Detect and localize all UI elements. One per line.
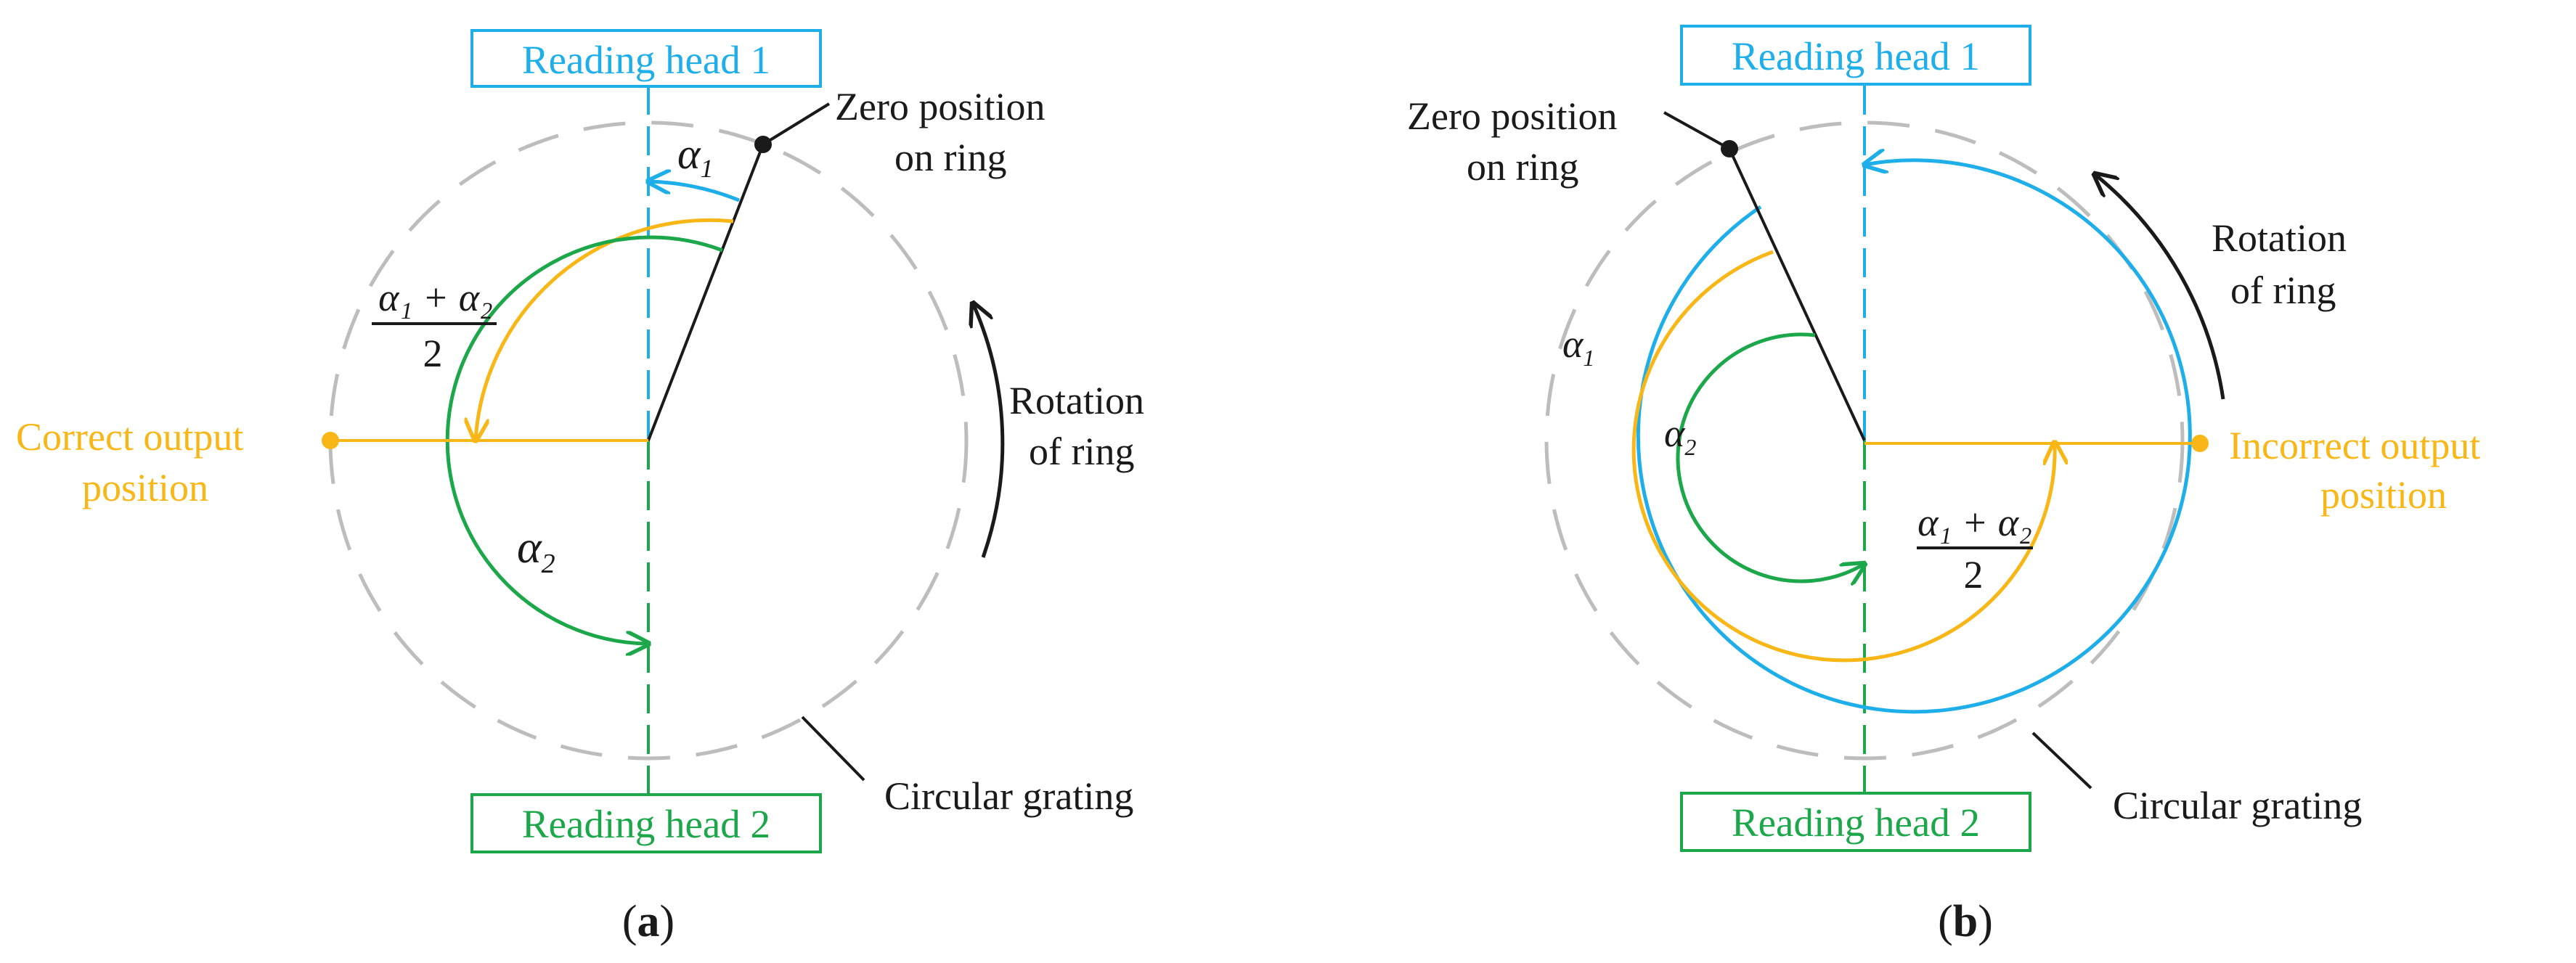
grating-leader [2031, 732, 2092, 790]
rotation-label-line1: Rotation [2212, 216, 2347, 260]
grating-label: Circular grating [884, 774, 1133, 818]
zero-position-line [647, 144, 765, 441]
rotation-label-line2: of ring [2230, 269, 2336, 312]
grating-label: Circular grating [2113, 784, 2362, 827]
alpha2-label: α2 [517, 521, 555, 579]
correct-output-label-line2: position [82, 466, 208, 509]
rotation-arrow [973, 303, 1005, 558]
rotation-arrow [2095, 174, 2225, 400]
rotation-label-line1: Rotation [1009, 379, 1144, 422]
reading-head-1-box [470, 29, 822, 88]
average-arc [1631, 250, 2055, 663]
alpha1-arc [1636, 160, 2192, 714]
reading-head-1-box [1680, 25, 2031, 86]
fraction-numerator: α₁ + α₂ [1917, 501, 2032, 544]
caption-a: (a) [622, 897, 674, 946]
zero-position-line [1728, 148, 1866, 441]
grating-leader [801, 716, 865, 782]
zero-position-label-line1: Zero position [835, 85, 1045, 128]
fraction-denominator: 2 [423, 332, 443, 375]
alpha1-label: α1 [1562, 322, 1594, 371]
zero-position-label-line2: on ring [1467, 145, 1579, 189]
zero-position-label-line2: on ring [894, 136, 1007, 179]
alpha1-arc [648, 181, 740, 202]
reading-head-2-box [1680, 792, 2031, 852]
alpha1-label: α1 [677, 130, 714, 183]
alpha2-label: α2 [1664, 411, 1696, 460]
reading-head-1-label: Reading head 1 [1732, 34, 1980, 78]
fraction-denominator: 2 [1964, 553, 1984, 597]
panel-b: Reading head 1 Reading head 2 α1 Zero po… [1407, 25, 2480, 946]
reading-head-2-box [470, 793, 822, 853]
reading-head-1-label: Reading head 1 [522, 38, 770, 82]
correct-output-label-line1: Correct output [16, 415, 243, 459]
circular-grating-ring [328, 120, 969, 761]
reading-head-2-label: Reading head 2 [1732, 800, 1980, 845]
incorrect-output-label-line2: position [2320, 473, 2447, 517]
circular-grating-ring [1544, 120, 2185, 761]
incorrect-output-dot [2191, 435, 2209, 452]
zero-position-leader [762, 102, 831, 146]
alpha2-arc [1676, 332, 1864, 581]
incorrect-output-label-line1: Incorrect output [2229, 424, 2480, 467]
average-arc [476, 218, 734, 440]
zero-position-label-line1: Zero position [1407, 94, 1617, 138]
rotation-label-line2: of ring [1029, 430, 1134, 473]
caption-b: (b) [1938, 897, 1993, 946]
alpha2-arc [445, 235, 723, 644]
correct-output-dot [322, 432, 339, 449]
zero-position-leader [1663, 111, 1730, 150]
reading-head-2-label: Reading head 2 [522, 802, 770, 846]
fraction-numerator: α₁ + α₂ [378, 276, 493, 319]
panel-a: Reading head 1 Reading head 2 Zero posit… [16, 29, 1144, 946]
